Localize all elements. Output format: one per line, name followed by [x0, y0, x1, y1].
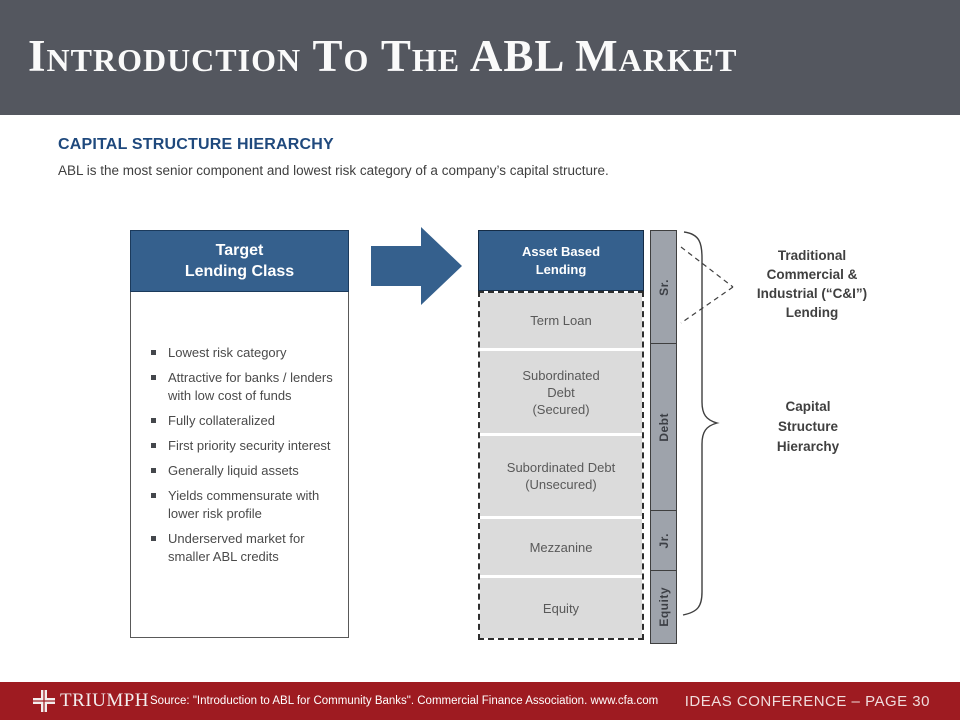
bullet-item: Lowest risk category: [147, 344, 338, 362]
bullet-icon: [151, 349, 156, 355]
stack-segment-sub-debt-secured: Subordinated Debt (Secured): [480, 351, 642, 433]
seniority-bar: Sr. Debt Jr. Equity: [650, 230, 677, 644]
cni-lending-label: Traditional Commercial & Industrial (“C&…: [756, 248, 868, 320]
slide-title: Introduction To The ABL Market: [28, 31, 738, 81]
section-subheading: ABL is the most senior component and low…: [58, 163, 609, 178]
triumph-cross-icon: [33, 690, 55, 712]
stack-segment-term-loan: Term Loan: [480, 293, 642, 348]
bar-segment-sr: Sr.: [650, 230, 677, 344]
source-citation: Source: "Introduction to ABL for Communi…: [150, 695, 659, 707]
bullet-item: Attractive for banks / lenders with low …: [147, 369, 338, 405]
conference-page-label: IDEAS CONFERENCE – PAGE 30: [684, 692, 930, 710]
triumph-logo-text: TRIUMPH: [60, 690, 150, 711]
header-band: Introduction To The ABL Market: [0, 0, 960, 115]
stack-segment-sub-debt-unsecured: Subordinated Debt (Unsecured): [480, 436, 642, 516]
bar-segment-debt: Debt: [650, 344, 677, 511]
target-lending-class-body: Lowest risk category Attractive for bank…: [130, 291, 349, 638]
cni-connector-lines-icon: [680, 246, 734, 324]
bar-segment-label: Debt: [656, 412, 671, 442]
bullet-text: First priority security interest: [168, 437, 331, 453]
bullet-text: Yields commensurate with lower risk prof…: [168, 487, 320, 521]
bullet-icon: [151, 442, 156, 448]
bullet-icon: [151, 374, 156, 380]
bar-segment-label: Equity: [656, 587, 671, 627]
bar-segment-label: Jr.: [656, 532, 671, 549]
capital-stack: Term Loan Subordinated Debt (Secured) Su…: [478, 291, 644, 640]
section-heading: CAPITAL STRUCTURE HIERARCHY: [58, 136, 334, 153]
stack-segment-equity: Equity: [480, 578, 642, 638]
asset-based-lending-box: Asset Based Lending: [478, 230, 644, 291]
bar-segment-equity: Equity: [650, 571, 677, 644]
bullet-item: Fully collateralized: [147, 412, 338, 430]
bullet-icon: [151, 467, 156, 473]
bullet-icon: [151, 492, 156, 498]
triumph-logo: TRIUMPH: [33, 690, 149, 712]
bullet-item: Generally liquid assets: [147, 462, 338, 480]
target-lending-class-header: Target Lending Class: [130, 230, 349, 292]
bullet-item: First priority security interest: [147, 437, 338, 455]
bullet-icon: [151, 535, 156, 541]
bar-segment-label: Sr.: [656, 278, 671, 296]
footer-band: TRIUMPH Source: "Introduction to ABL for…: [0, 682, 960, 720]
capital-structure-hierarchy-label: Capital Structure Hierarchy: [776, 399, 840, 454]
bullet-item: Underserved market for smaller ABL credi…: [147, 530, 338, 566]
bullet-text: Underserved market for smaller ABL credi…: [168, 530, 305, 564]
curly-brace-icon: [682, 231, 720, 616]
bullet-text: Generally liquid assets: [168, 462, 299, 478]
bullet-text: Attractive for banks / lenders with low …: [168, 369, 333, 403]
bullet-icon: [151, 417, 156, 423]
bullet-item: Yields commensurate with lower risk prof…: [147, 487, 338, 523]
bullet-text: Fully collateralized: [168, 412, 275, 428]
bar-segment-jr: Jr.: [650, 511, 677, 571]
stack-segment-mezzanine: Mezzanine: [480, 519, 642, 575]
bullet-text: Lowest risk category: [168, 344, 287, 360]
